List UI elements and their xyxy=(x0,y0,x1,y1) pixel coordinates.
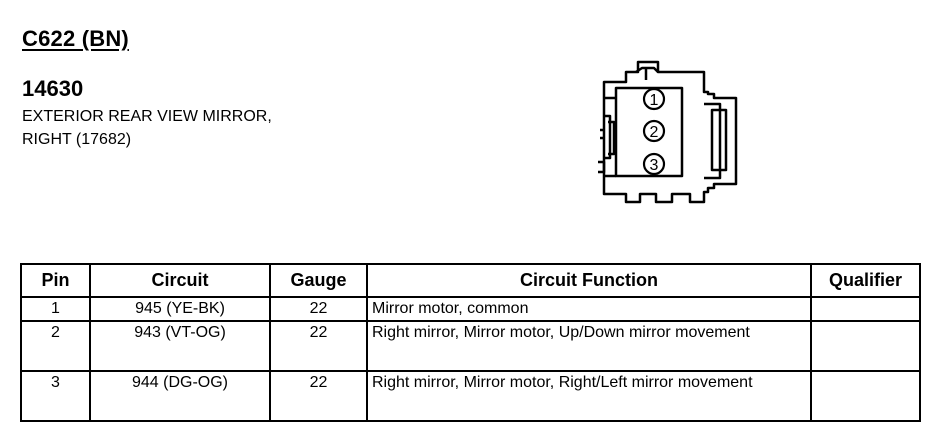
circuit-cell: 944 (DG-OG) xyxy=(89,370,271,422)
pinout-table: Pin Circuit Gauge Circuit Function Quali… xyxy=(20,263,921,422)
pin-3-label: 3 xyxy=(650,157,659,174)
connector-id: C622 (BN) xyxy=(22,26,129,51)
description-line-2: RIGHT (17682) xyxy=(22,131,132,148)
part-number: 14630 xyxy=(22,76,84,101)
gauge-cell: 22 xyxy=(269,320,368,372)
circuit-cell: 945 (YE-BK) xyxy=(89,296,271,322)
pin-cell: 1 xyxy=(20,296,91,322)
pin-1-marker xyxy=(642,87,666,111)
table-row: 1 945 (YE-BK) 22 Mirror motor, common xyxy=(20,296,921,322)
table-row: 2 943 (VT-OG) 22 Right mirror, Mirror mo… xyxy=(20,320,921,372)
pin-cell: 3 xyxy=(20,370,91,422)
gauge-cell: 22 xyxy=(269,370,368,422)
qualifier-cell xyxy=(810,370,921,422)
function-cell: Mirror motor, common xyxy=(366,296,812,322)
gauge-cell: 22 xyxy=(269,296,368,322)
description-line-1: EXTERIOR REAR VIEW MIRROR, xyxy=(22,108,272,125)
column-header-circuit: Circuit xyxy=(89,263,271,298)
pin-1-label: 1 xyxy=(650,92,659,109)
connector-face-diagram: 1 2 3 xyxy=(598,60,738,204)
circuit-cell: 943 (VT-OG) xyxy=(89,320,271,372)
function-cell: Right mirror, Mirror motor, Right/Left m… xyxy=(366,370,812,422)
pin-cell: 2 xyxy=(20,320,91,372)
pin-3-marker xyxy=(642,152,666,176)
pin-2-marker xyxy=(642,119,666,143)
qualifier-cell xyxy=(810,320,921,372)
column-header-gauge: Gauge xyxy=(269,263,368,298)
column-header-qualifier: Qualifier xyxy=(810,263,921,298)
function-cell: Right mirror, Mirror motor, Up/Down mirr… xyxy=(366,320,812,372)
column-header-pin: Pin xyxy=(20,263,91,298)
table-header-row: Pin Circuit Gauge Circuit Function Quali… xyxy=(20,263,921,298)
qualifier-cell xyxy=(810,296,921,322)
column-header-circuit-function: Circuit Function xyxy=(366,263,812,298)
table-row: 3 944 (DG-OG) 22 Right mirror, Mirror mo… xyxy=(20,370,921,422)
pin-2-label: 2 xyxy=(650,124,659,141)
